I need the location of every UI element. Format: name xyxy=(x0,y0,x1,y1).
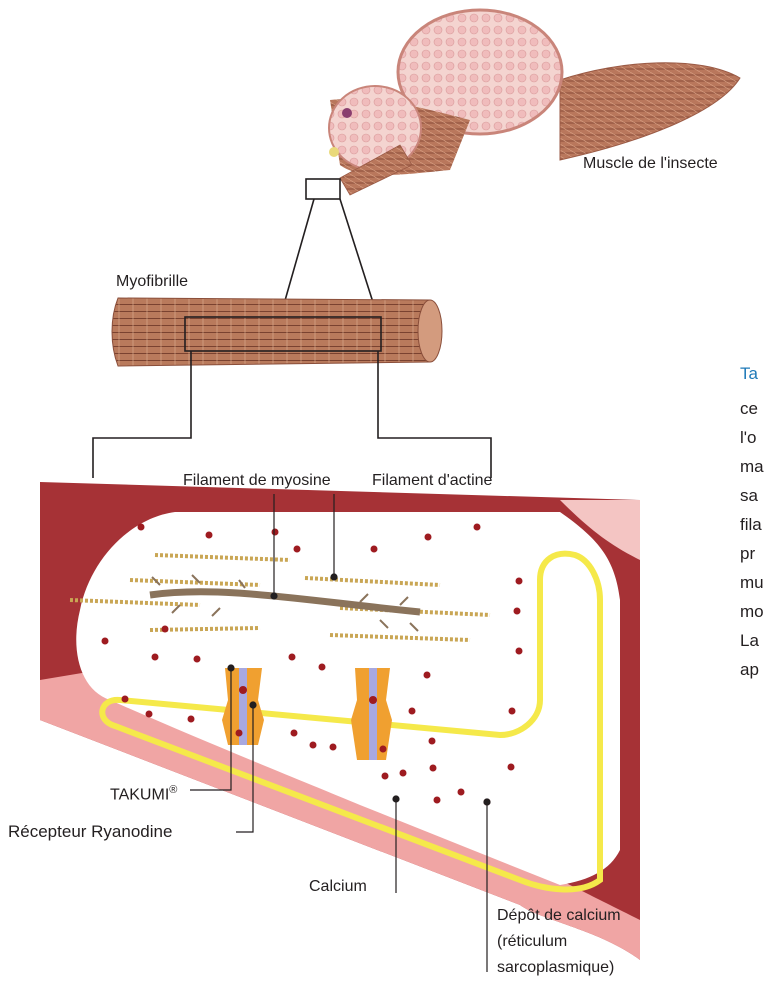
calcium-dot xyxy=(458,789,465,796)
calcium-dot xyxy=(516,648,523,655)
calcium-dot xyxy=(474,524,481,531)
nucleus-purple xyxy=(342,108,352,118)
label-calcium-store-3: sarcoplasmique) xyxy=(497,958,614,978)
leader-takumi-dot xyxy=(228,665,234,671)
calcium-dot xyxy=(310,742,317,749)
bracket-left xyxy=(93,351,191,478)
calcium-dot xyxy=(430,765,437,772)
calcium-dot xyxy=(194,656,201,663)
calcium-dot xyxy=(236,730,243,737)
receptor-calcium-left xyxy=(239,686,247,694)
nucleus-yellow xyxy=(329,147,339,157)
side-text-line: ap xyxy=(740,655,759,684)
side-text-line: mo xyxy=(740,597,764,626)
side-text-line: sa xyxy=(740,481,758,510)
side-text-line: fila xyxy=(740,510,762,539)
label-actin-filament: Filament d'actine xyxy=(372,471,492,491)
leader-ryanodine-dot xyxy=(250,702,256,708)
leader-calcium-dot xyxy=(393,796,399,802)
fibre-zoom-box xyxy=(306,179,340,199)
myofibril-illustration xyxy=(112,298,442,366)
side-text-line: ce xyxy=(740,394,758,423)
calcium-dot xyxy=(409,708,416,715)
calcium-dot xyxy=(380,746,387,753)
calcium-dot xyxy=(425,534,432,541)
ryanodine-receptor-right xyxy=(351,668,392,760)
side-text-line: mu xyxy=(740,568,764,597)
calcium-dot xyxy=(138,524,145,531)
ryanodine-receptor-left xyxy=(222,668,264,745)
calcium-dot xyxy=(319,664,326,671)
label-insect-muscle: Muscle de l'insecte xyxy=(583,154,718,174)
myofibril-body xyxy=(112,298,439,366)
label-myosin-filament: Filament de myosine xyxy=(183,471,331,491)
calcium-dot xyxy=(291,730,298,737)
receptor-calcium-right xyxy=(369,696,377,704)
leader-store-dot xyxy=(484,799,490,805)
calcium-dot xyxy=(188,716,195,723)
calcium-dot xyxy=(146,711,153,718)
label-calcium-store-1: Dépôt de calcium xyxy=(497,906,621,926)
label-ryanodine-receptor: Récepteur Ryanodine xyxy=(8,822,172,842)
calcium-dot xyxy=(508,764,515,771)
muscle-tail xyxy=(560,63,740,160)
calcium-dot xyxy=(152,654,159,661)
calcium-dot xyxy=(272,529,279,536)
label-takumi-text: TAKUMI xyxy=(110,786,169,803)
calcium-dot xyxy=(509,708,516,715)
calcium-dot xyxy=(424,672,431,679)
calcium-dot xyxy=(514,608,521,615)
side-text-line: La xyxy=(740,626,759,655)
calcium-dot xyxy=(206,532,213,539)
calcium-dot xyxy=(371,546,378,553)
label-myofibril: Myofibrille xyxy=(116,272,188,292)
calcium-dot xyxy=(294,546,301,553)
side-text-line: pr xyxy=(740,539,755,568)
calcium-dot xyxy=(434,797,441,804)
registered-mark: ® xyxy=(169,784,177,796)
calcium-dot xyxy=(330,744,337,751)
side-text-line: l'o xyxy=(740,423,756,452)
calcium-dot xyxy=(429,738,436,745)
calcium-dot xyxy=(289,654,296,661)
leader-actin-dot xyxy=(331,574,337,580)
bracket-right xyxy=(378,351,491,478)
calcium-dot xyxy=(382,773,389,780)
calcium-dot xyxy=(102,638,109,645)
calcium-dot xyxy=(400,770,407,777)
calcium-dot xyxy=(122,696,129,703)
receptor-channel-right xyxy=(369,668,377,760)
leader-myosin-dot xyxy=(271,593,277,599)
calcium-dot xyxy=(162,626,169,633)
calcium-dot xyxy=(516,578,523,585)
label-takumi: TAKUMI® xyxy=(110,780,177,805)
side-text-line: ma xyxy=(740,452,764,481)
myofibril-end xyxy=(418,300,442,362)
label-calcium: Calcium xyxy=(309,877,367,897)
side-text-link[interactable]: Ta xyxy=(740,359,758,388)
label-calcium-store-2: (réticulum xyxy=(497,932,567,952)
